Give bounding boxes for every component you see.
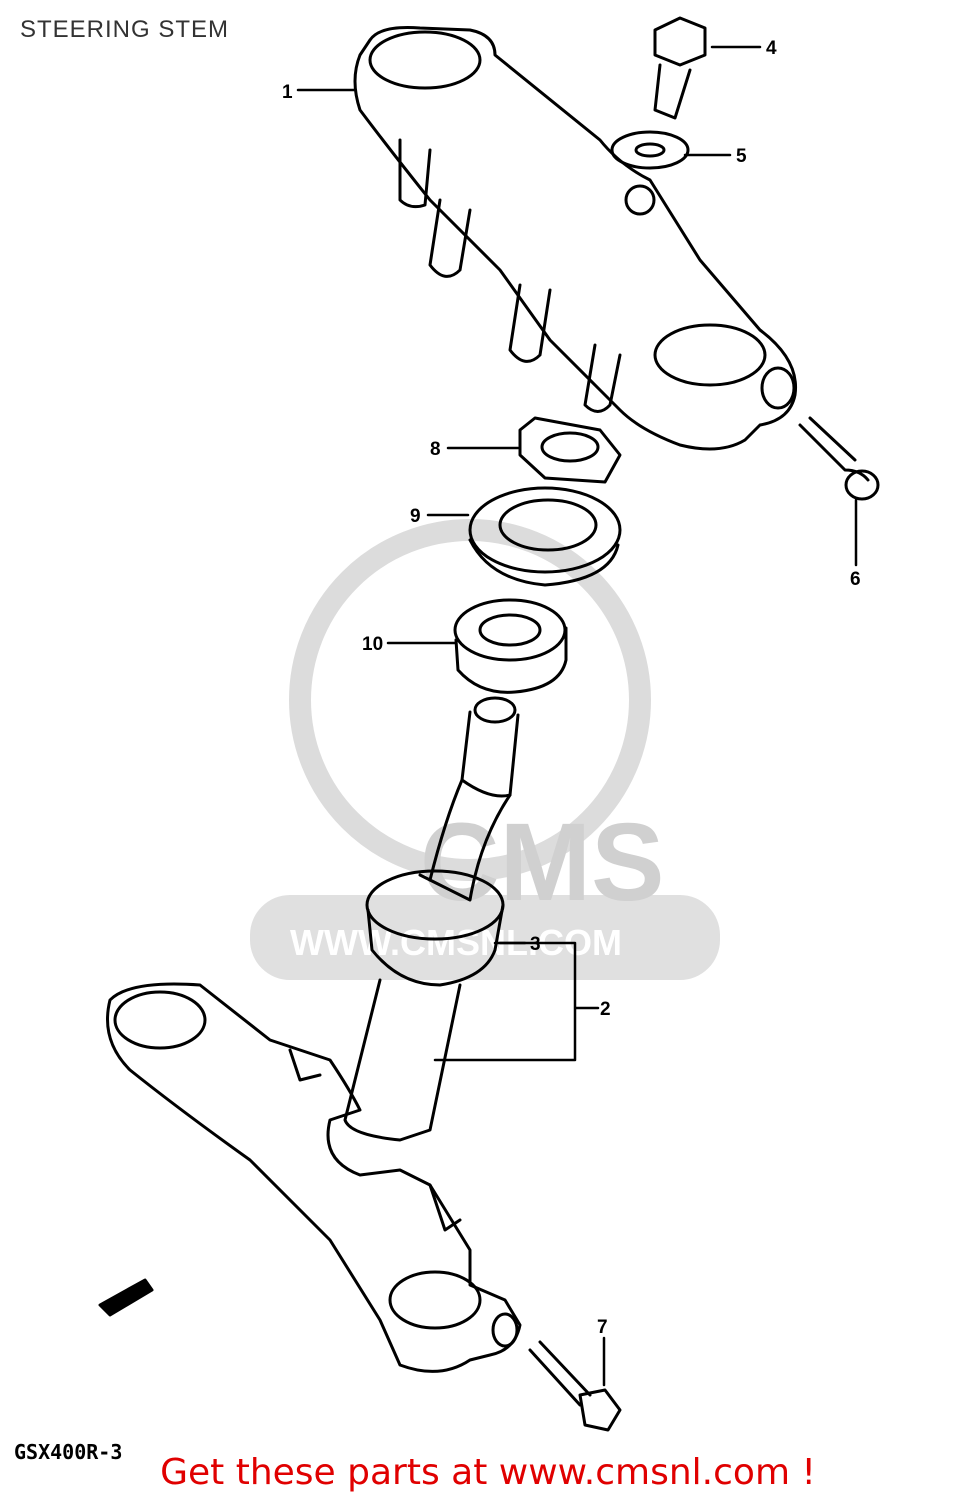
bolt-6 [798,416,880,501]
promo-link[interactable]: Get these parts at www.cmsnl.com ! [160,1452,816,1493]
upper-bracket [353,26,798,451]
callout-4: 4 [766,38,777,59]
callout-5: 5 [736,146,747,167]
callout-3: 3 [530,934,541,955]
model-code: GSX400R-3 [14,1440,123,1464]
cms-watermark: CMS WWW.CMSNL.COM [250,519,720,980]
page-title: STEERING STEM [20,16,230,43]
bolt-4 [653,16,707,120]
washer-5 [610,130,690,170]
watermark-brand: CMS [420,801,664,924]
bearing-3 [365,869,505,987]
bearing-10 [453,598,568,694]
bolt-7 [528,1340,622,1432]
leader-lines [296,45,858,1387]
steering-stem-2 [343,696,520,1142]
callout-9: 9 [410,506,421,527]
callout-6: 6 [850,569,861,590]
front-arrow-icon [98,1278,154,1317]
callout-8: 8 [430,439,441,460]
callout-2: 2 [600,999,611,1020]
callout-1: 1 [282,82,293,103]
lower-bracket [106,982,522,1373]
callout-7: 7 [597,1317,608,1338]
nut-8 [518,416,622,484]
callout-10: 10 [362,634,383,655]
seal-9 [468,486,622,587]
